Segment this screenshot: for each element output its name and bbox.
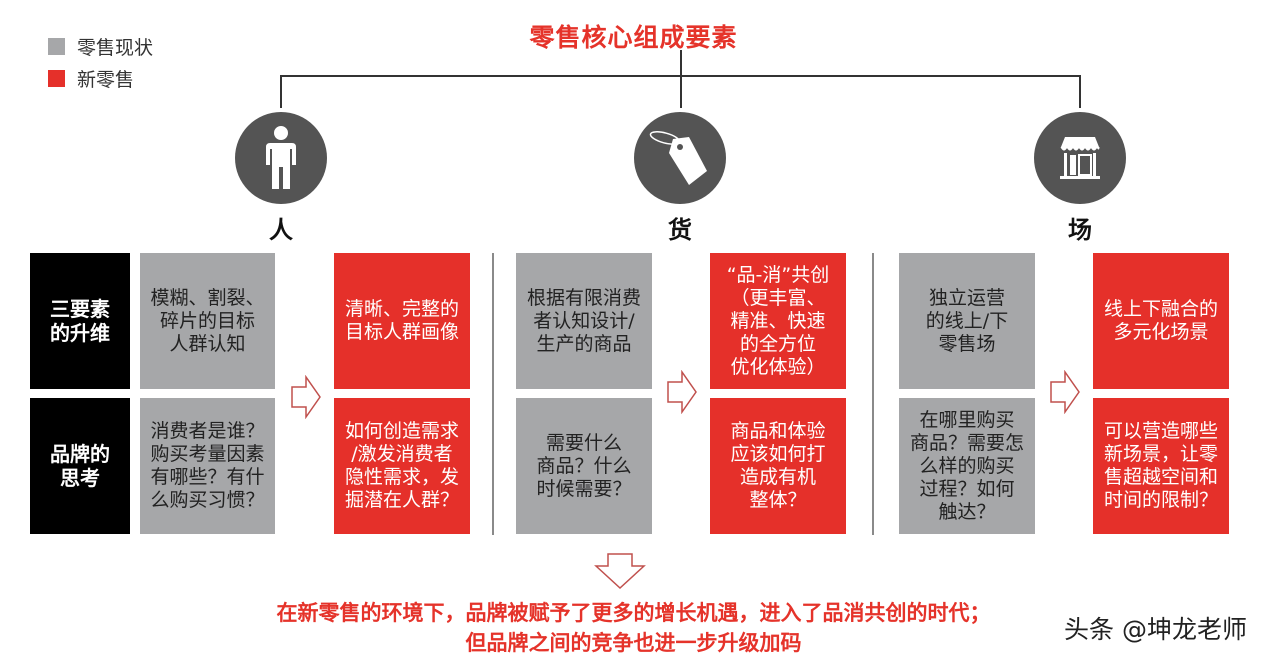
goods-current-upgrade: 根据有限消费 者认知设计/ 生产的商品 — [516, 253, 652, 389]
arrow-right-icon — [1050, 370, 1080, 414]
legend-item-current: 零售现状 — [48, 30, 153, 62]
venue-current-thinking: 在哪里购买 商品？需要怎 么样的购买 过程？如何 触达？ — [899, 398, 1035, 534]
pillar-label-venue: 场 — [1068, 216, 1092, 244]
diagram-title: 零售核心组成要素 — [529, 23, 738, 52]
arrow-right-icon — [291, 375, 321, 419]
column-divider — [492, 253, 494, 535]
connector-line-person — [280, 75, 282, 108]
pillar-label-people: 人 — [269, 216, 293, 244]
title-connector-line — [680, 50, 682, 108]
row-header-upgrade: 三要素 的升维 — [30, 253, 130, 389]
goods-new-thinking: 商品和体验 应该如何打 造成有机 整体？ — [710, 398, 846, 534]
goods-current-thinking: 需要什么 商品？什么 时候需要？ — [516, 398, 652, 534]
tag-icon-circle — [634, 112, 726, 204]
store-icon-circle — [1034, 112, 1126, 204]
venue-new-thinking: 可以营造哪些 新场景，让零 售超越空间和 时间的限制？ — [1093, 398, 1229, 534]
people-current-upgrade: 模糊、割裂、 碎片的目标 人群认知 — [140, 253, 275, 389]
people-current-thinking: 消费者是谁？ 购买考量因素 有哪些？有什 么购买习惯？ — [140, 398, 275, 534]
person-icon-circle — [235, 112, 327, 204]
arrow-right-icon — [667, 370, 697, 414]
conclusion-line-1: 在新零售的环境下，品牌被赋予了更多的增长机遇，进入了品消共创的时代； — [276, 601, 991, 625]
person-icon — [266, 126, 296, 189]
people-new-thinking: 如何创造需求 /激发消费者 隐性需求，发 掘潜在人群？ — [334, 398, 470, 534]
legend: 零售现状 新零售 — [48, 30, 153, 94]
horizontal-connector-line — [280, 75, 1081, 77]
venue-current-upgrade: 独立运营 的线上/下 零售场 — [899, 253, 1035, 389]
row-header-brand-thinking: 品牌的 思考 — [30, 398, 130, 534]
connector-line-venue — [1079, 75, 1081, 108]
people-new-upgrade: 清晰、完整的 目标人群画像 — [334, 253, 470, 389]
arrow-down-icon — [594, 553, 646, 590]
price-tag-icon — [649, 131, 707, 185]
legend-swatch-gray — [48, 37, 65, 55]
pillar-label-goods: 货 — [668, 216, 692, 244]
conclusion-line-2: 但品牌之间的竞争也进一步升级加码 — [465, 631, 802, 655]
legend-swatch-red — [48, 69, 65, 87]
storefront-icon — [1060, 137, 1100, 179]
legend-label: 零售现状 — [77, 36, 154, 59]
venue-new-upgrade: 线上下融合的 多元化场景 — [1093, 253, 1229, 389]
goods-new-upgrade: “品-消”共创 （更丰富、 精准、快速 的全方位 优化体验） — [710, 253, 846, 389]
legend-item-new: 新零售 — [48, 62, 153, 94]
legend-label: 新零售 — [77, 68, 135, 91]
column-divider — [872, 253, 874, 535]
watermark: 头条 @坤龙老师 — [1064, 615, 1247, 644]
